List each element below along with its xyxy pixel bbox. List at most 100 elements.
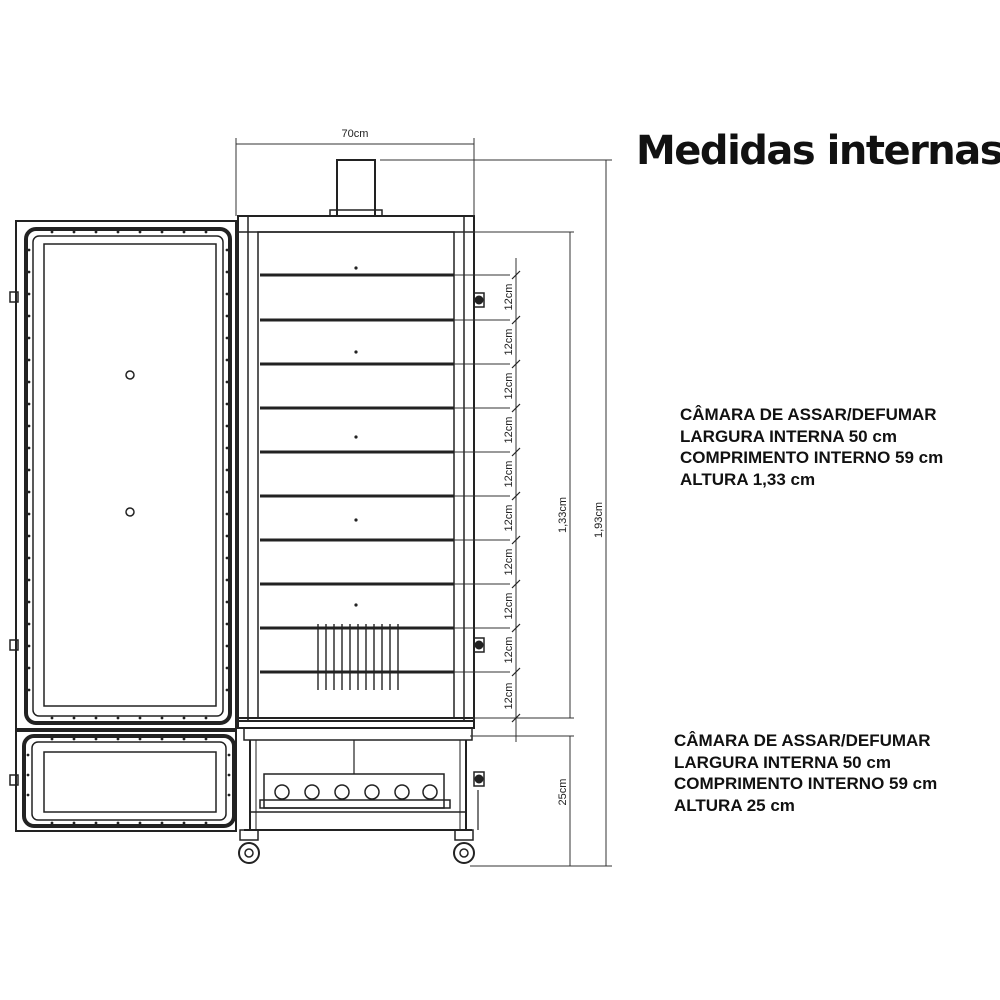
door-rivet <box>225 292 229 296</box>
door-rivet <box>50 737 54 741</box>
lower-chamber-specs: CÂMARA DE ASSAR/DEFUMAR LARGURA INTERNA … <box>674 730 937 816</box>
wheel-left <box>238 829 260 864</box>
door-rivet <box>225 248 229 252</box>
door-rivet <box>225 622 229 626</box>
door-rivet <box>27 622 31 626</box>
door-rivet <box>72 821 76 825</box>
door-rivet <box>225 666 229 670</box>
lower-chamber-width: LARGURA INTERNA 50 cm <box>674 752 891 772</box>
door-rivet <box>225 402 229 406</box>
burner <box>274 784 290 800</box>
door-rivet <box>204 821 208 825</box>
door-rivet <box>27 600 31 604</box>
door-rivet <box>27 644 31 648</box>
door-rivet <box>138 737 142 741</box>
dimension-tick <box>511 270 521 280</box>
temperature-knob-upper <box>473 292 485 308</box>
door-rivet <box>26 793 30 797</box>
door-rivet <box>94 821 98 825</box>
door-rivet <box>225 600 229 604</box>
burner <box>422 784 438 800</box>
door-rivet <box>225 358 229 362</box>
door-rivet <box>27 468 31 472</box>
rack-marker <box>354 266 358 270</box>
cabinet-body <box>237 159 510 864</box>
dimension-tick <box>511 359 521 369</box>
door-rivet <box>116 716 120 720</box>
door-rivet <box>182 821 186 825</box>
dimension-tick <box>511 315 521 325</box>
dimension-tick <box>511 403 521 413</box>
door-rivet <box>225 270 229 274</box>
rack-spacing-label: 12cm <box>503 593 515 620</box>
door-bolt-lower <box>125 507 135 517</box>
door-rivet <box>225 424 229 428</box>
rack-spacing-label: 12cm <box>503 637 515 664</box>
drip-tray <box>259 799 451 809</box>
dimension-tick <box>511 623 521 633</box>
door-rivet <box>27 380 31 384</box>
door-rivet <box>27 556 31 560</box>
chamber-height-label: 1,33cm <box>557 497 569 533</box>
door-rivet <box>225 534 229 538</box>
door-rivet <box>227 753 231 757</box>
door-rivet <box>26 753 30 757</box>
rack-spacing-label: 12cm <box>503 329 515 356</box>
door-rivet <box>27 666 31 670</box>
base-height-label: 25cm <box>557 779 569 806</box>
door-rivet <box>204 737 208 741</box>
door-rivet <box>225 468 229 472</box>
door-rivet <box>27 314 31 318</box>
temperature-knob-lower <box>473 637 485 653</box>
door-rivet <box>182 737 186 741</box>
rack-spacing-label: 12cm <box>503 373 515 400</box>
door-rivet <box>27 512 31 516</box>
rack-marker <box>354 518 358 522</box>
door-rivet <box>182 230 186 234</box>
door-rivet <box>72 737 76 741</box>
rack-spacing-label: 12cm <box>503 461 515 488</box>
door-rivet <box>160 716 164 720</box>
chimney <box>336 159 376 217</box>
door-rivet <box>72 230 76 234</box>
door-rivet <box>27 490 31 494</box>
upper-chamber-length: COMPRIMENTO INTERNO 59 cm <box>680 448 944 467</box>
hinge <box>9 291 19 303</box>
door-rivet <box>27 578 31 582</box>
door-rivet <box>225 556 229 560</box>
door-rivet <box>225 512 229 516</box>
door-rivet <box>50 230 54 234</box>
door-rivet <box>27 446 31 450</box>
dimension-lines <box>235 138 612 867</box>
door-rivet <box>225 314 229 318</box>
door-rivet <box>50 716 54 720</box>
rack-spacing-label: 12cm <box>503 683 515 710</box>
door-rivet <box>27 534 31 538</box>
hinge <box>9 639 19 651</box>
door-rivet <box>138 230 142 234</box>
burner <box>394 784 410 800</box>
door-rivet <box>225 578 229 582</box>
rack-marker <box>354 350 358 354</box>
door-rivet <box>227 793 231 797</box>
door-rivet <box>138 821 142 825</box>
dimension-tick <box>511 535 521 545</box>
door-rivet <box>94 230 98 234</box>
burner <box>304 784 320 800</box>
total-height-label: 1,93cm <box>593 502 605 538</box>
door-rivet <box>27 270 31 274</box>
rack-spacing-label: 12cm <box>503 505 515 532</box>
door-rivet <box>204 230 208 234</box>
hinge <box>9 774 19 786</box>
rack-marker <box>354 603 358 607</box>
door-rivet <box>94 737 98 741</box>
dimension-tick <box>511 713 521 723</box>
door-rivet <box>27 424 31 428</box>
upper-chamber-height: ALTURA 1,33 cm <box>680 469 816 489</box>
rack-marker <box>354 435 358 439</box>
door-rivet <box>116 737 120 741</box>
door-bolt-upper <box>125 370 135 380</box>
door-rivet <box>160 230 164 234</box>
rack-spacing-label: 12cm <box>503 549 515 576</box>
